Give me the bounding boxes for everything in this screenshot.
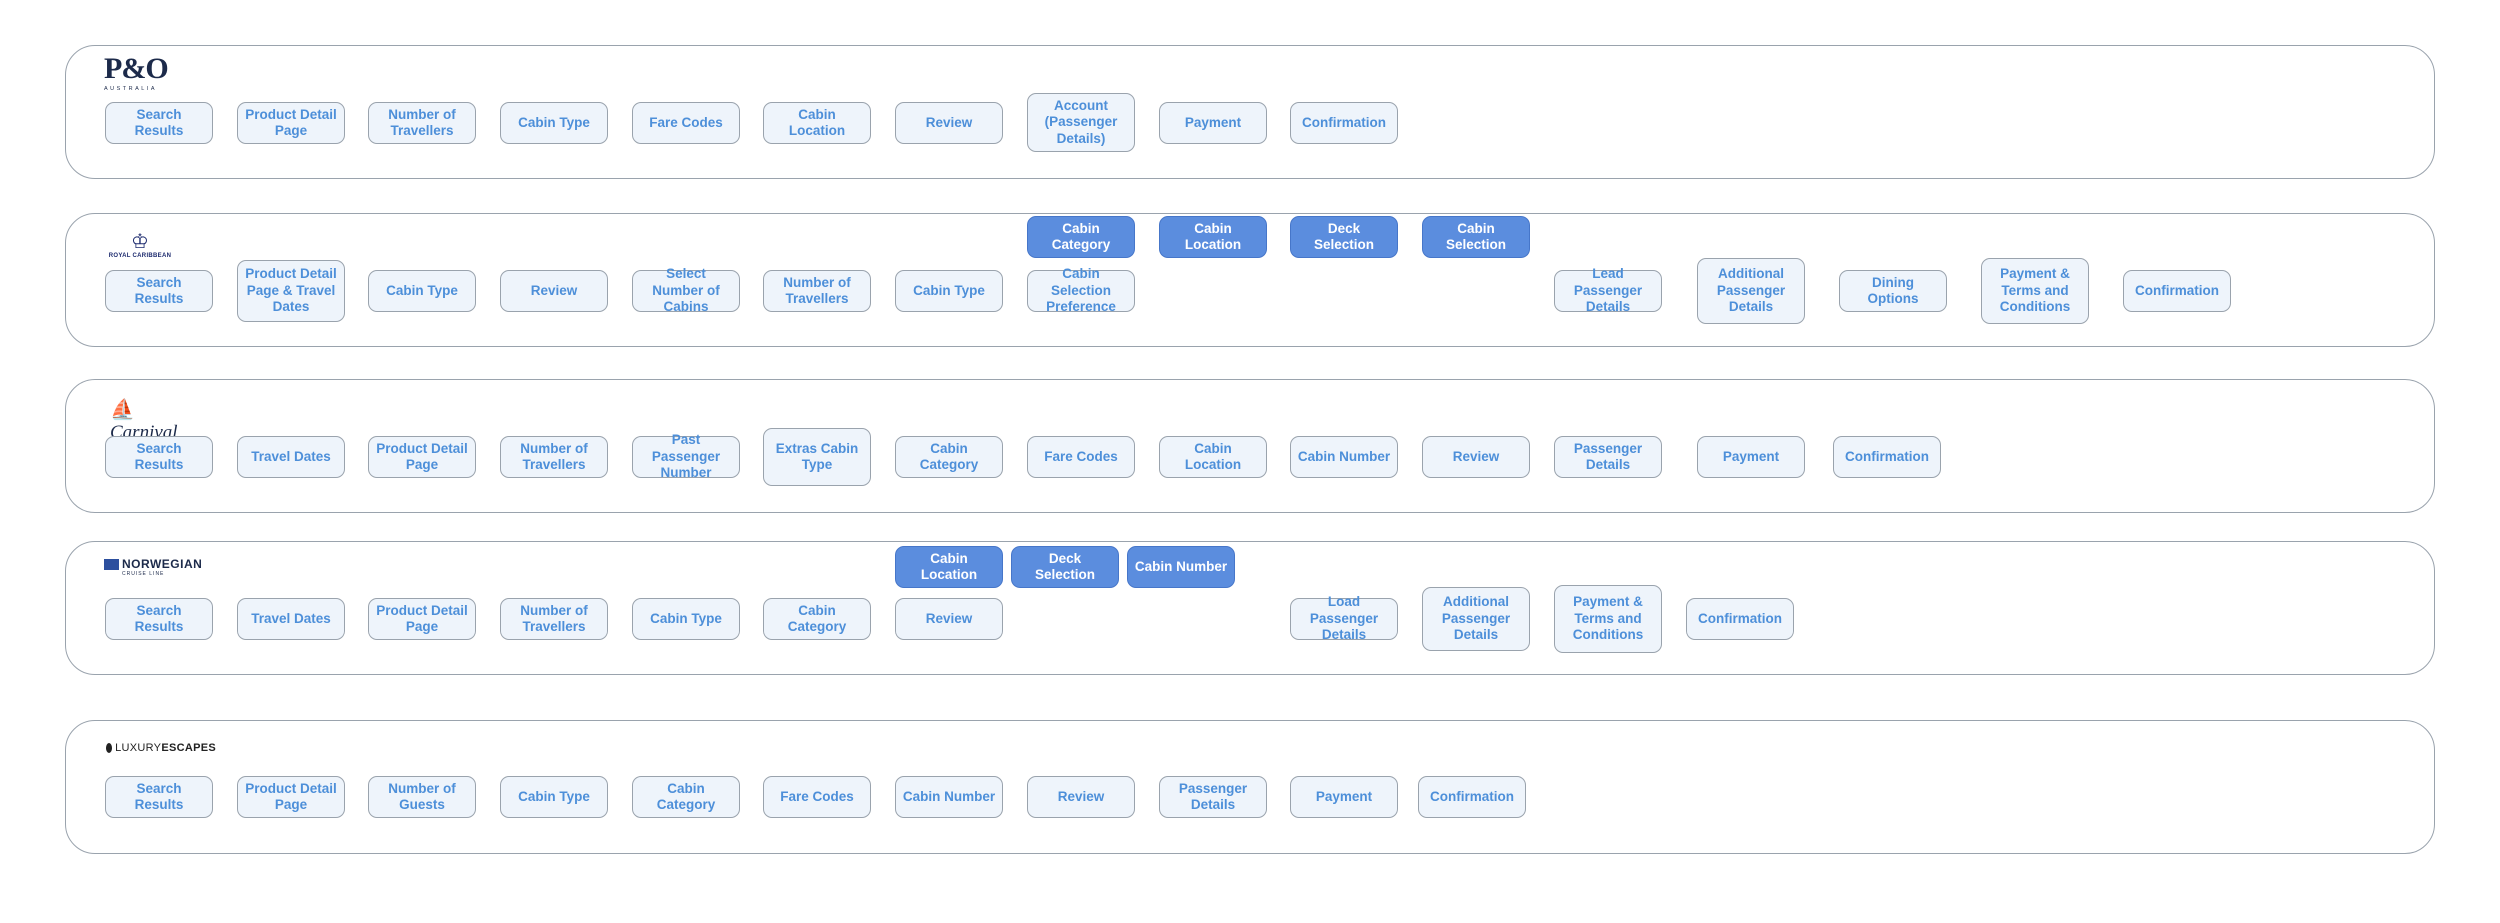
ncl-step-review[interactable]: Review	[895, 598, 1003, 640]
rc-step-select-number-of-cabins[interactable]: Select Number of Cabins	[632, 266, 740, 314]
le-step-payment[interactable]: Payment	[1290, 776, 1398, 818]
ncl-step-travel-dates[interactable]: Travel Dates	[237, 598, 345, 640]
ncl-branch-cabin-location[interactable]: Cabin Location	[895, 546, 1003, 588]
po-step-search-results[interactable]: Search Results	[105, 102, 213, 144]
luxury-escapes-mark-icon	[106, 743, 113, 753]
rc-step-number-of-travellers[interactable]: Number of Travellers	[763, 270, 871, 312]
po-step-account-passenger-details[interactable]: Account (Passenger Details)	[1027, 93, 1135, 152]
carnival-step-payment[interactable]: Payment	[1697, 436, 1805, 478]
po-step-cabin-location[interactable]: Cabin Location	[763, 102, 871, 144]
ncl-step-search-results[interactable]: Search Results	[105, 598, 213, 640]
le-step-number-of-guests[interactable]: Number of Guests	[368, 776, 476, 818]
rc-step-search-results[interactable]: Search Results	[105, 270, 213, 312]
rc-branch-cabin-category[interactable]: Cabin Category	[1027, 216, 1135, 258]
le-step-cabin-number[interactable]: Cabin Number	[895, 776, 1003, 818]
rc-step-lead-passenger-details[interactable]: Lead Passenger Details	[1554, 266, 1662, 314]
carnival-step-product-detail-page[interactable]: Product Detail Page	[368, 436, 476, 478]
carnival-step-cabin-category[interactable]: Cabin Category	[895, 436, 1003, 478]
ncl-branch-cabin-number[interactable]: Cabin Number	[1127, 546, 1235, 588]
le-step-search-results[interactable]: Search Results	[105, 776, 213, 818]
rc-logo-wordmark: ROYAL CARIBBEAN	[108, 253, 172, 259]
carnival-step-passenger-details[interactable]: Passenger Details	[1554, 436, 1662, 478]
royal-caribbean-logo: ♔ ROYAL CARIBBEAN	[104, 232, 176, 266]
le-step-cabin-category[interactable]: Cabin Category	[632, 776, 740, 818]
po-step-number-of-travellers[interactable]: Number of Travellers	[368, 102, 476, 144]
po-australia-logo: P&O AUSTRALIA	[104, 52, 174, 93]
carnival-step-search-results[interactable]: Search Results	[105, 436, 213, 478]
ncl-step-payment-terms-conditions[interactable]: Payment & Terms and Conditions	[1554, 585, 1662, 653]
ncl-step-cabin-type[interactable]: Cabin Type	[632, 598, 740, 640]
rc-step-confirmation[interactable]: Confirmation	[2123, 270, 2231, 312]
rc-step-payment-terms-conditions[interactable]: Payment & Terms and Conditions	[1981, 258, 2089, 324]
rc-step-product-detail-page-travel-dates[interactable]: Product Detail Page & Travel Dates	[237, 260, 345, 322]
ncl-step-load-passenger-details[interactable]: Load Passenger Details	[1290, 594, 1398, 642]
le-step-product-detail-page[interactable]: Product Detail Page	[237, 776, 345, 818]
carnival-step-cabin-location[interactable]: Cabin Location	[1159, 436, 1267, 478]
carnival-step-travel-dates[interactable]: Travel Dates	[237, 436, 345, 478]
le-step-review[interactable]: Review	[1027, 776, 1135, 818]
carnival-step-cabin-number[interactable]: Cabin Number	[1290, 436, 1398, 478]
ncl-step-additional-passenger-details[interactable]: Additional Passenger Details	[1422, 587, 1530, 651]
po-logo-wordmark: P&O	[104, 52, 169, 85]
ncl-step-cabin-category[interactable]: Cabin Category	[763, 598, 871, 640]
rc-step-cabin-selection-preference[interactable]: Cabin Selection Preference	[1027, 266, 1135, 314]
po-step-confirmation[interactable]: Confirmation	[1290, 102, 1398, 144]
rc-branch-cabin-location[interactable]: Cabin Location	[1159, 216, 1267, 258]
ncl-step-confirmation[interactable]: Confirmation	[1686, 598, 1794, 640]
po-step-payment[interactable]: Payment	[1159, 102, 1267, 144]
carnival-step-fare-codes[interactable]: Fare Codes	[1027, 436, 1135, 478]
rc-step-additional-passenger-details[interactable]: Additional Passenger Details	[1697, 258, 1805, 324]
ncl-logo-subtext: CRUISE LINE	[122, 571, 165, 577]
carnival-step-number-of-travellers[interactable]: Number of Travellers	[500, 436, 608, 478]
norwegian-logo: NORWEGIAN CRUISE LINE	[104, 557, 214, 579]
ncl-branch-deck-selection[interactable]: Deck Selection	[1011, 546, 1119, 588]
rc-step-cabin-type-2[interactable]: Cabin Type	[895, 270, 1003, 312]
po-logo-subtext: AUSTRALIA	[104, 86, 158, 92]
ncl-flag-icon	[104, 558, 119, 570]
le-step-cabin-type[interactable]: Cabin Type	[500, 776, 608, 818]
po-step-cabin-type[interactable]: Cabin Type	[500, 102, 608, 144]
le-logo-wordmark-a: LUXURY	[115, 742, 162, 754]
carnival-step-past-passenger-number[interactable]: Past Passenger Number	[632, 432, 740, 480]
le-logo-wordmark-b: ESCAPES	[161, 742, 216, 754]
le-step-fare-codes[interactable]: Fare Codes	[763, 776, 871, 818]
ncl-logo-wordmark: NORWEGIAN	[122, 557, 203, 571]
po-step-product-detail-page[interactable]: Product Detail Page	[237, 102, 345, 144]
rc-branch-deck-selection[interactable]: Deck Selection	[1290, 216, 1398, 258]
ncl-step-number-of-travellers[interactable]: Number of Travellers	[500, 598, 608, 640]
rc-branch-cabin-selection[interactable]: Cabin Selection	[1422, 216, 1530, 258]
le-step-confirmation[interactable]: Confirmation	[1418, 776, 1526, 818]
rc-step-dining-options[interactable]: Dining Options	[1839, 270, 1947, 312]
ncl-step-product-detail-page[interactable]: Product Detail Page	[368, 598, 476, 640]
rc-step-review[interactable]: Review	[500, 270, 608, 312]
rc-step-cabin-type[interactable]: Cabin Type	[368, 270, 476, 312]
carnival-step-confirmation[interactable]: Confirmation	[1833, 436, 1941, 478]
carnival-funnel-icon: ⛵	[110, 399, 135, 421]
carnival-step-extras-cabin-type[interactable]: Extras Cabin Type	[763, 428, 871, 486]
carnival-logo: ⛵Carnival	[110, 397, 200, 443]
po-step-review[interactable]: Review	[895, 102, 1003, 144]
le-step-passenger-details[interactable]: Passenger Details	[1159, 776, 1267, 818]
crown-anchor-icon: ♔	[131, 231, 149, 253]
po-step-fare-codes[interactable]: Fare Codes	[632, 102, 740, 144]
carnival-step-review[interactable]: Review	[1422, 436, 1530, 478]
